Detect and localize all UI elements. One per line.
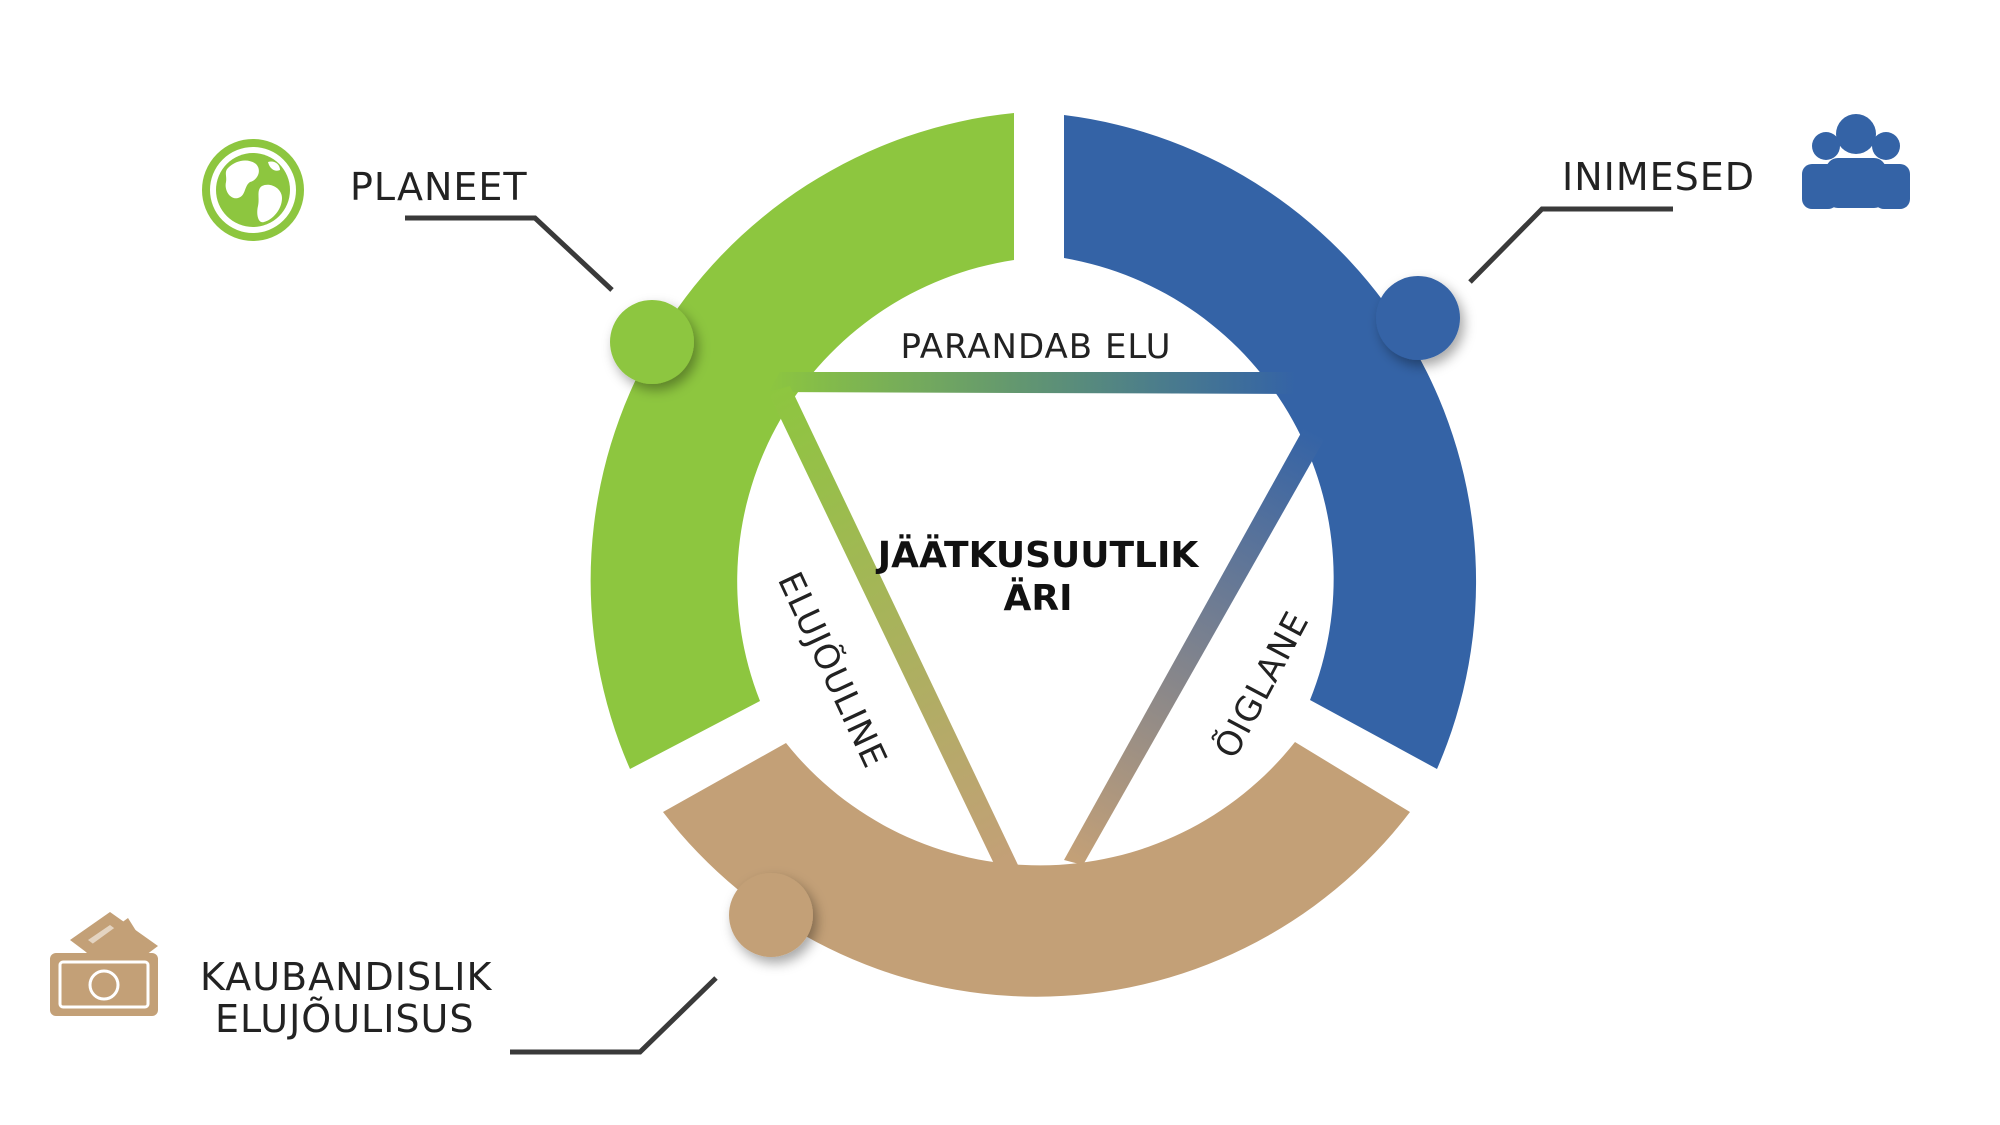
label-commercial-line1: KAUBANDISLIK	[200, 955, 493, 999]
globe-icon	[202, 139, 304, 241]
center-title-line1: JÄÄTKUSUUTLIK	[875, 534, 1200, 576]
label-planet: PLANEET	[350, 165, 528, 209]
label-people: INIMESED	[1562, 155, 1755, 199]
link-label-right: ÕIGLANE	[1206, 604, 1317, 765]
link-bar-right	[1064, 424, 1324, 865]
center-title-line2: ÄRI	[1004, 577, 1073, 619]
leader-line-commercial	[510, 976, 718, 1055]
leader-line-people	[1468, 206, 1673, 284]
ring-segment-people	[1064, 115, 1477, 769]
link-label-top: PARANDAB ELU	[900, 327, 1171, 367]
link-bar-left	[768, 386, 1018, 868]
link-bar-top	[768, 372, 1295, 394]
money-icon	[50, 912, 158, 1016]
ring-segment-planet	[590, 113, 1014, 769]
label-commercial-line2: ELUJÕULISUS	[215, 997, 474, 1041]
node-commercial	[729, 873, 813, 957]
ring-segment-commercial	[663, 742, 1410, 997]
leader-line-planet	[405, 215, 614, 292]
node-people	[1376, 276, 1460, 360]
node-planet	[610, 300, 694, 384]
people-icon	[1802, 114, 1910, 209]
